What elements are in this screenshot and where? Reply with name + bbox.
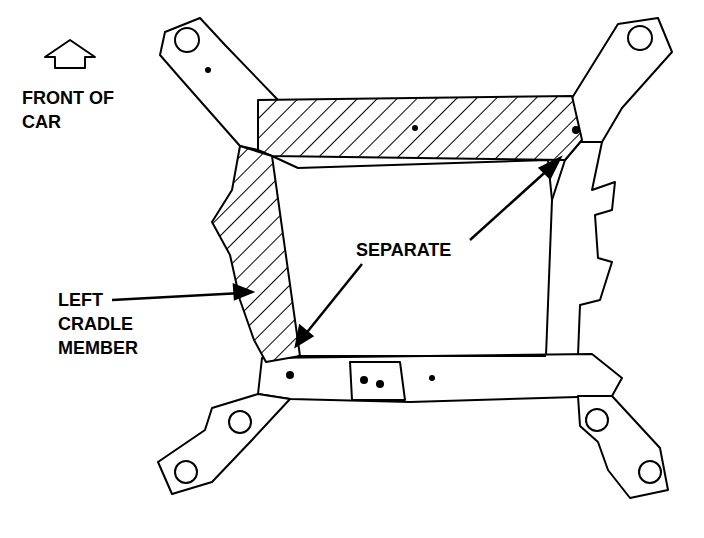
left-cradle-member [212,146,300,362]
mount-hole [229,411,251,433]
arrowhead [540,158,560,178]
rear-left-arm [158,394,290,494]
mount-hole [586,409,608,431]
direction-label: FRONT OF CAR [22,86,126,134]
callout-label: SEPARATE [356,238,451,262]
bolt-hole [376,380,384,388]
leader-line [304,264,362,336]
leader-line [112,293,242,300]
rear-crossmember [258,354,622,402]
bolt-hole [412,125,418,131]
bolt-hole [286,371,294,379]
arrowhead [296,326,312,346]
mount-hole [628,26,652,50]
front-arrow [45,40,95,68]
arrowhead [234,285,252,299]
leader-line [470,166,552,240]
bolt-hole [360,376,368,384]
rear-right-arm [578,396,668,498]
bolt-hole [572,126,580,134]
front-right-arm [572,18,672,142]
crossmember-bracket [350,362,405,400]
bolt-hole [205,67,211,73]
mount-hole [639,461,661,483]
mount-hole [175,28,199,52]
bolt-hole [429,375,435,381]
front-crossmember [258,96,582,160]
mount-hole [175,461,197,483]
right-cradle-member [546,142,615,356]
inner-edge [272,156,552,200]
part-label: LEFT CRADLE MEMBER [58,288,148,360]
inner-edge [300,355,546,357]
